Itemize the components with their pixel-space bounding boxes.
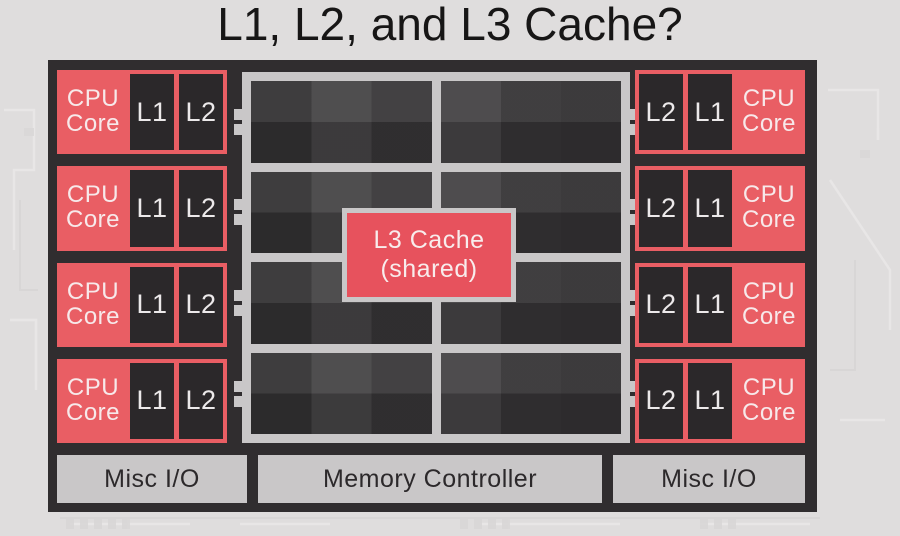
cpu-module: CPU Core L1 L2 [57,166,227,251]
bus-connector-tab [629,214,638,225]
misc-io-block-right: Misc I/O [613,455,805,503]
bus-connector-tab [629,290,638,301]
l3-cache-label-box: L3 Cache (shared) [342,208,516,302]
bus-connector-tab [629,381,638,392]
bus-connector-tab [234,109,243,120]
l3-cache-label-line2: (shared) [380,255,478,283]
cpu-module: CPU Core L1 L2 [57,262,227,347]
cpu-core-block: CPU Core [65,181,121,234]
l3-cache-bank [440,81,621,163]
cpu-core-block: CPU Core [741,373,797,426]
misc-io-block-left: Misc I/O [57,455,247,503]
cpu-core-block: CPU Core [741,85,797,138]
l1-cache-block: L1 [130,362,174,439]
bus-connector-tab [234,199,243,210]
bus-connector-tab [629,305,638,316]
bus-connector-tab [629,124,638,135]
l1-cache-block: L1 [688,362,732,439]
bus-connector-tab [629,199,638,210]
cpu-die-diagram: CPU Core L1 L2 CPU Core L1 L2 CPU Core L… [48,60,817,512]
l1-cache-block: L1 [130,266,174,343]
l1-cache-block: L1 [688,74,732,151]
page-title: L1, L2, and L3 Cache? [217,0,683,50]
bus-connector-tab [629,396,638,407]
cpu-module: L2 L1 CPU Core [635,358,805,443]
l2-cache-block: L2 [639,362,683,439]
cpu-core-block: CPU Core [65,277,121,330]
l3-cache-bank [251,352,432,434]
cpu-module: L2 L1 CPU Core [635,262,805,347]
io-bar: Misc I/O Memory Controller Misc I/O [57,455,805,503]
bus-connector-tab [234,305,243,316]
l2-cache-block: L2 [179,170,223,247]
l1-cache-block: L1 [130,74,174,151]
cpu-core-block: CPU Core [741,277,797,330]
cpu-core-block: CPU Core [741,181,797,234]
l2-cache-block: L2 [179,74,223,151]
cpu-core-block: CPU Core [65,85,121,138]
bus-connector-tab [234,381,243,392]
l2-cache-block: L2 [639,266,683,343]
l3-cache-bank [440,262,621,344]
l3-cache-bank [440,352,621,434]
l3-cache-bank [251,81,432,163]
bus-connector-tab [234,214,243,225]
l2-cache-block: L2 [179,266,223,343]
bus-connector-tab [234,396,243,407]
memory-controller-block: Memory Controller [258,455,602,503]
cpu-module: CPU Core L1 L2 [57,70,227,155]
bus-connector-tab [234,290,243,301]
bus-connector-tab [234,124,243,135]
bus-connector-tab [629,109,638,120]
l1-cache-block: L1 [688,170,732,247]
l3-cache-label-line1: L3 Cache [373,226,485,254]
cpu-module: CPU Core L1 L2 [57,358,227,443]
l2-cache-block: L2 [639,170,683,247]
cpu-module: L2 L1 CPU Core [635,166,805,251]
l1-cache-block: L1 [130,170,174,247]
l2-cache-block: L2 [639,74,683,151]
left-core-column: CPU Core L1 L2 CPU Core L1 L2 CPU Core L… [57,70,227,443]
right-core-column: L2 L1 CPU Core L2 L1 CPU Core L2 L1 CPU … [635,70,805,443]
cpu-module: L2 L1 CPU Core [635,70,805,155]
cpu-core-block: CPU Core [65,373,121,426]
l3-cache-bank [251,262,432,344]
l1-cache-block: L1 [688,266,732,343]
l2-cache-block: L2 [179,362,223,439]
